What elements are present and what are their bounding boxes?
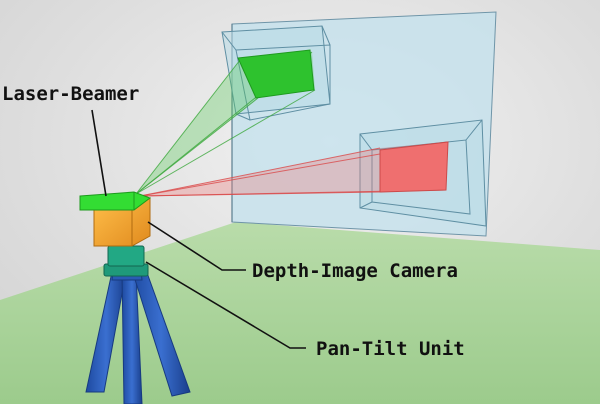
tripod xyxy=(85,261,191,404)
depth-camera-label: Depth-Image Camera xyxy=(252,260,458,282)
depth-camera-leader xyxy=(147,221,246,271)
green-projection-patch xyxy=(237,49,315,99)
laser-beamer xyxy=(79,191,152,211)
pan-tilt-leader xyxy=(145,261,306,349)
laser-beamer-leader xyxy=(91,109,107,197)
pan-tilt-label: Pan-Tilt Unit xyxy=(316,338,465,360)
pan-tilt-unit xyxy=(103,245,149,277)
floor xyxy=(0,222,600,404)
red-projection-patch xyxy=(379,141,449,193)
laser-beamer-label: Laser-Beamer xyxy=(2,83,139,105)
